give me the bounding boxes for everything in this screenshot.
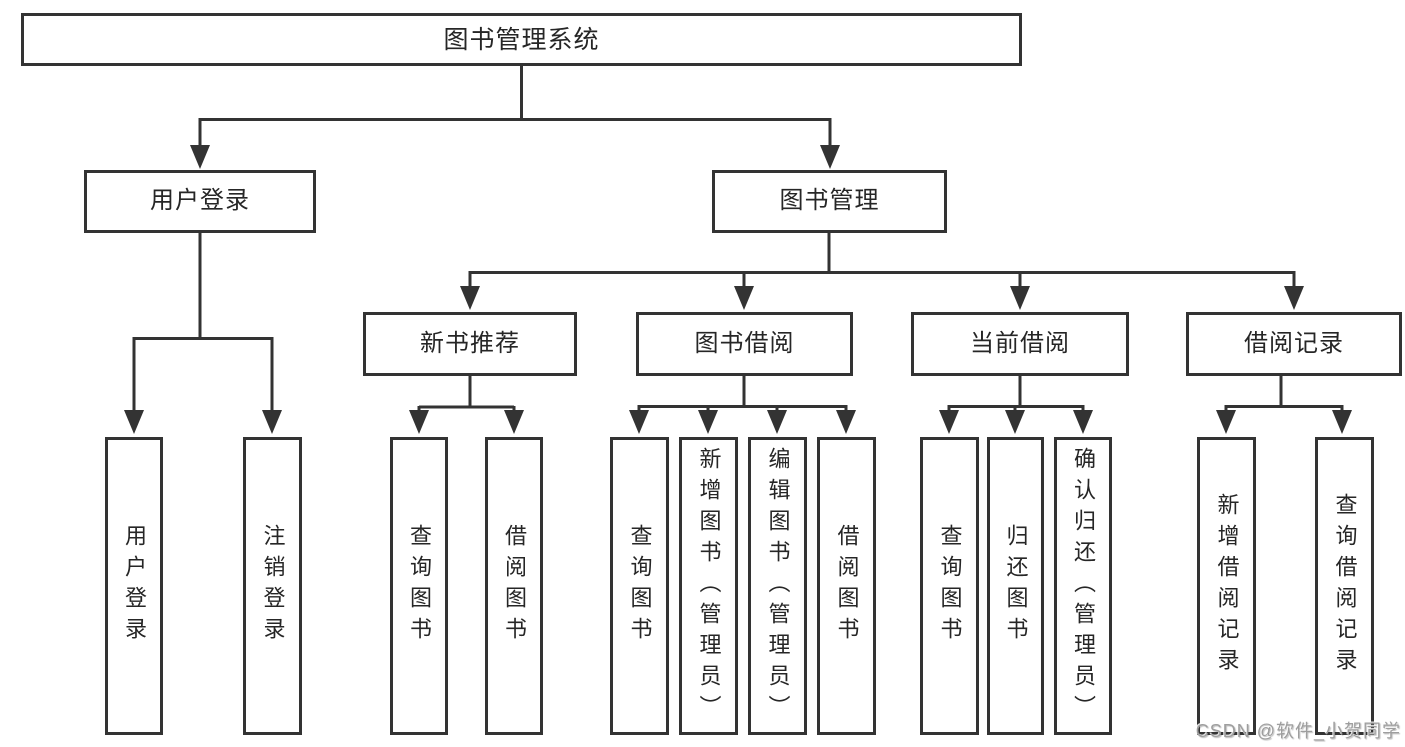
leaf-logout-label: 注销登录: [260, 524, 286, 648]
leaf-user-login-label: 用户登录: [122, 524, 147, 648]
leaf-newbook-borrow-books-label: 借阅图书: [502, 524, 527, 648]
leaf-records-query-record: 查询借阅记录: [1315, 437, 1374, 735]
leaf-user-login: 用户登录: [105, 437, 163, 735]
leaf-current-return-books-label: 归还图书: [1003, 524, 1029, 648]
leaf-current-query-books-label: 查询图书: [937, 524, 963, 648]
leaf-newbook-borrow-books: 借阅图书: [485, 437, 543, 735]
node-book-borrowing: 图书借阅: [636, 312, 853, 376]
connector-newbook-to-leaves: [409, 376, 524, 434]
connector-bookmgmt-to-level3: [460, 233, 1304, 310]
connector-current-to-leaves: [939, 376, 1093, 434]
leaf-newbook-query-books: 查询图书: [390, 437, 448, 735]
leaf-borrow-edit-books-admin: 编辑图书（管理员）: [748, 437, 807, 735]
connector-borrow-to-leaves: [629, 376, 856, 434]
leaf-current-confirm-return-admin: 确认归还（管理员）: [1054, 437, 1112, 735]
node-borrow-records: 借阅记录: [1186, 312, 1402, 376]
csdn-watermark: CSDN @软件_小贺同学: [1195, 721, 1401, 741]
leaf-borrow-query-books: 查询图书: [610, 437, 669, 735]
leaf-logout: 注销登录: [243, 437, 302, 735]
node-current-borrowing: 当前借阅: [911, 312, 1129, 376]
connector-records-to-leaves: [1216, 376, 1352, 434]
leaf-current-confirm-return-admin-label: 确认归还（管理员）: [1071, 446, 1096, 726]
leaf-current-return-books: 归还图书: [987, 437, 1044, 735]
leaf-current-query-books: 查询图书: [920, 437, 979, 735]
leaf-borrow-edit-books-admin-label: 编辑图书（管理员）: [765, 446, 791, 726]
leaf-borrow-add-books-admin: 新增图书（管理员）: [679, 437, 738, 735]
node-root-system: 图书管理系统: [21, 13, 1022, 66]
leaf-borrow-borrow-books-label: 借阅图书: [834, 524, 860, 648]
leaf-records-add-record: 新增借阅记录: [1197, 437, 1256, 735]
leaf-borrow-query-books-label: 查询图书: [627, 524, 653, 648]
leaf-records-query-record-label: 查询借阅记录: [1332, 493, 1358, 679]
leaf-borrow-add-books-admin-label: 新增图书（管理员）: [696, 446, 722, 726]
node-user-login: 用户登录: [84, 170, 316, 233]
leaf-newbook-query-books-label: 查询图书: [407, 524, 432, 648]
leaf-records-add-record-label: 新增借阅记录: [1214, 493, 1240, 679]
leaf-borrow-borrow-books: 借阅图书: [817, 437, 876, 735]
connector-root-to-level2: [190, 66, 840, 169]
node-book-management: 图书管理: [712, 170, 947, 233]
node-new-book-recommend: 新书推荐: [363, 312, 577, 376]
connector-userlogin-to-leaves: [124, 233, 282, 434]
